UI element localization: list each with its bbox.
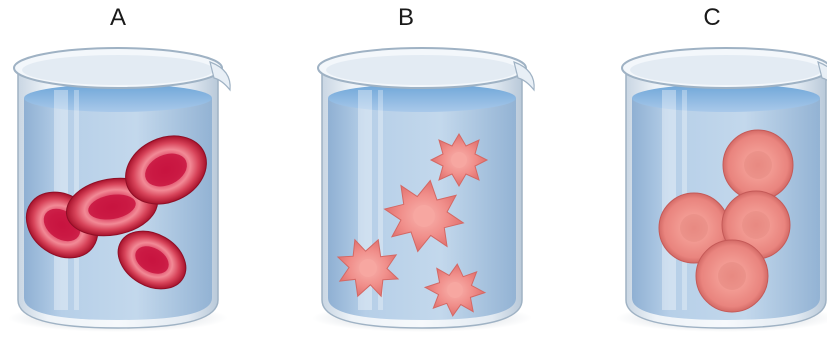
swollen-cell <box>696 240 768 312</box>
swollen-cell <box>723 130 793 200</box>
crenated-cell <box>431 134 487 186</box>
